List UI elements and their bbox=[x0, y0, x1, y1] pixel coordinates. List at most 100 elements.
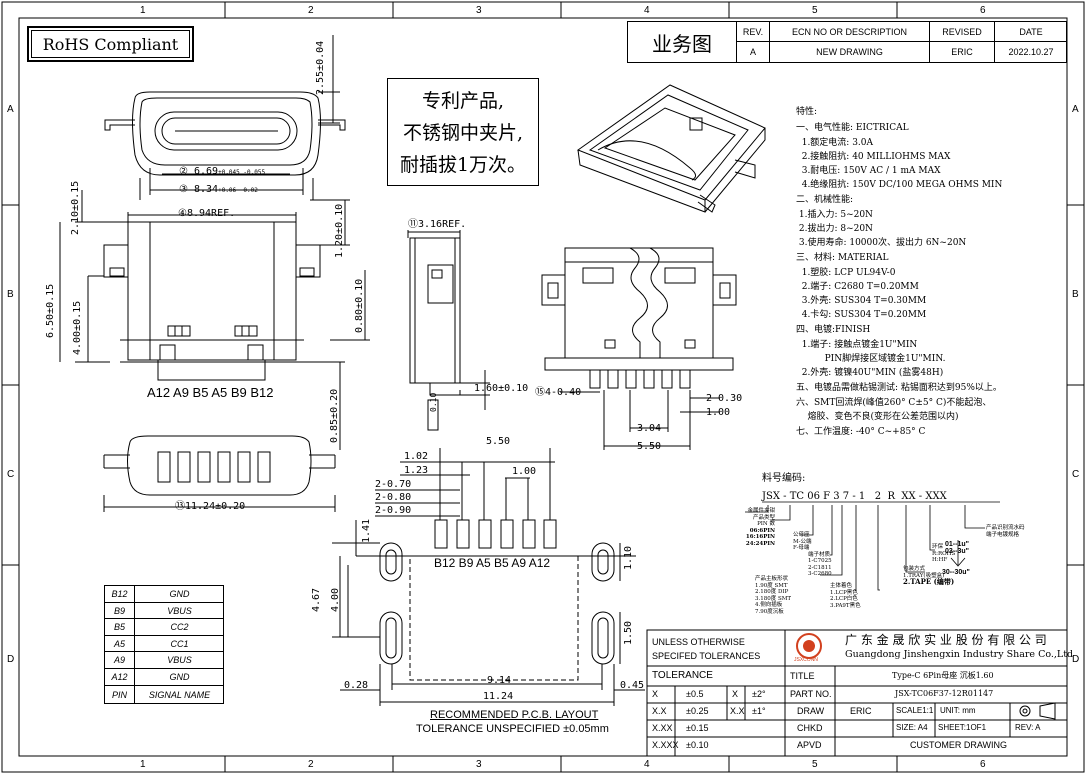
pcb-dim-5-50: 5.50 bbox=[486, 436, 511, 447]
spec-line: 4.卡勾: SUS304 T=0.20MM bbox=[796, 310, 927, 320]
date-header: DATE bbox=[995, 22, 1067, 42]
dim-6-69: ② 6.69+0.045 -0.055 bbox=[179, 166, 266, 177]
pcb-caption-1: RECOMMENDED P.C.B. LAYOUT bbox=[430, 709, 599, 721]
pcb-dim-0-45: 0.45 bbox=[620, 680, 645, 691]
dim-4-00: 4.00±0.15 bbox=[72, 300, 83, 355]
title-block-grid bbox=[646, 629, 1068, 757]
tb-company-en: Guangdong Jinshengxin Industry Share Co.… bbox=[845, 649, 1074, 660]
dim-5-50: 5.50 bbox=[637, 441, 662, 452]
signal-cell: CC2 bbox=[135, 619, 224, 636]
iso-view bbox=[576, 84, 766, 213]
projection-symbol-icon bbox=[1019, 702, 1056, 720]
spec-line: 2.外壳: 镀镍40U"MIN (盐雾48H) bbox=[796, 368, 944, 378]
dim-0-85: 0.85±0.20 bbox=[329, 388, 340, 443]
spec-line: 2.端子: C2680 T=0.20MM bbox=[796, 282, 919, 292]
ecn-value: NEW DRAWING bbox=[770, 42, 930, 62]
pin-table: B12 GND B9 VBUS B5 CC2 A5 CC1 A9 VBUS A1… bbox=[104, 585, 224, 704]
dim-6-50: 6.50±0.15 bbox=[45, 283, 56, 338]
tol-row-4-b: ±0.10 bbox=[686, 740, 709, 750]
dim-2-55: 2.55±0.04 bbox=[315, 40, 326, 95]
end-view-top bbox=[104, 35, 346, 200]
signal-cell: VBUS bbox=[135, 652, 224, 669]
part-code-notes-shape: 产品主板形状 1.90度 SMT 2.180度 DIP 3.180度 SMT 4… bbox=[755, 576, 792, 615]
col-label-5-bottom: 5 bbox=[812, 759, 818, 770]
tb-chkd-label: CHKD bbox=[797, 723, 823, 733]
col-label-2: 2 bbox=[308, 5, 314, 16]
signal-cell: CC1 bbox=[135, 636, 224, 652]
row-label-b-right: B bbox=[1072, 289, 1079, 300]
tb-logo-text: JSXCONN bbox=[794, 657, 818, 663]
pcb-layout bbox=[332, 448, 645, 706]
pcb-dim-2-0-90: 2-0.90 bbox=[375, 505, 412, 516]
tol-row-3-b: ±0.15 bbox=[686, 723, 709, 733]
spec-line: 3.外壳: SUS304 T=0.30MM bbox=[796, 296, 927, 306]
tol-row-2-a: X.X bbox=[652, 706, 667, 716]
spec-line: 四、电镀:FINISH bbox=[796, 325, 871, 335]
inner-frame bbox=[18, 17, 1068, 757]
pin-cell: A5 bbox=[105, 636, 135, 652]
spec-line: 1.插入力: 5~20N bbox=[796, 210, 873, 220]
spec-line: 1.额定电流: 3.0A bbox=[796, 138, 874, 148]
part-code-notes-pack: 包装方式 1.TRAY(吸塑盒) 2.TAPE (编带) bbox=[903, 566, 955, 586]
pcb-dim-4-67: 4.67 bbox=[311, 587, 322, 612]
patent-line-1: 专利产品, bbox=[421, 90, 505, 112]
top-view bbox=[541, 247, 737, 450]
spec-line: 3.使用寿命: 10000次、拔出力 6N~20N bbox=[796, 238, 967, 248]
col-label-6: 6 bbox=[980, 5, 986, 16]
patent-line-3: 耐插拔1万次。 bbox=[399, 154, 527, 176]
row-label-b: B bbox=[7, 289, 14, 300]
spec-line: 五、电镀品需做粘锡测试: 粘锡面积达到95%以上。 bbox=[796, 383, 1002, 393]
pcb-dim-1-50: 1.50 bbox=[623, 620, 634, 645]
spec-line: 2.接触阻抗: 40 MILLIOHMS MAX bbox=[796, 152, 951, 162]
pcb-dim-11-24: 11.24 bbox=[483, 691, 514, 702]
dim-1-60: 1.60±0.10 bbox=[474, 383, 529, 394]
tb-part-no-label: PART NO. bbox=[790, 689, 832, 699]
col-label-6-bottom: 6 bbox=[980, 759, 986, 770]
rohs-label: RoHS Compliant bbox=[31, 30, 190, 58]
tb-title-label: TITLE bbox=[790, 671, 815, 681]
dim-1-20: 1.20±0.10 bbox=[334, 203, 345, 258]
pin-cell: B5 bbox=[105, 619, 135, 636]
part-code-title: 料号编码: bbox=[762, 473, 806, 484]
tol-row-1-c: X bbox=[732, 689, 739, 699]
tol-row-3-a: X.XX bbox=[652, 723, 673, 733]
spec-line: 4.绝缘阻抗: 150V DC/100 MEGA OHMS MIN bbox=[796, 180, 1003, 190]
pcb-dim-1-10: 1.10 bbox=[623, 545, 634, 570]
company-logo-icon bbox=[796, 633, 822, 659]
tb-scale: SCALE1:1 bbox=[896, 706, 934, 715]
row-label-c-right: C bbox=[1072, 469, 1080, 480]
pin-cell: B9 bbox=[105, 603, 135, 619]
dim-0-10: 0.10 bbox=[429, 392, 438, 412]
spec-line: 特性: bbox=[796, 107, 818, 117]
signal-cell: VBUS bbox=[135, 603, 224, 619]
tb-part-no-value: JSX-TC06F37-12R01147 bbox=[895, 689, 994, 698]
tb-unless: UNLESS OTHERWISE bbox=[652, 637, 745, 647]
signal-cell: GND bbox=[135, 669, 224, 686]
company-logo-core bbox=[803, 640, 815, 652]
pcb-dim-0-28: 0.28 bbox=[344, 680, 369, 691]
patent-line-2: 不锈钢中夹片, bbox=[402, 122, 524, 144]
date-value: 2022.10.27 bbox=[1008, 47, 1054, 57]
revised-value: ERIC bbox=[930, 42, 995, 62]
pin-cell: A12 bbox=[105, 669, 135, 686]
row-label-a-right: A bbox=[1072, 104, 1079, 115]
spec-line: 七、工作温度: -40° C~+85° C bbox=[796, 427, 926, 437]
tb-size: SIZE: A4 bbox=[896, 723, 928, 732]
pcb-dim-1-41: 1.41 bbox=[361, 518, 372, 543]
pcb-dim-1-23: 1.23 bbox=[404, 465, 429, 476]
tb-title-value: Type-C 6Pin母座 沉板1.60 bbox=[892, 671, 994, 680]
tb-sheet: SHEET:1OF1 bbox=[938, 723, 987, 732]
dim-11-24: ⑬11.24±0.20 bbox=[175, 501, 246, 512]
part-code-notes-color: 主体着色 1.LCP黑色 2.LCP白色 3.PA9T黑色 bbox=[830, 583, 861, 609]
revision-table: REV. ECN NO OR DESCRIPTION REVISED DATE … bbox=[736, 21, 1067, 63]
dim-2-10: 2.10±0.15 bbox=[70, 180, 81, 235]
pin-cell: B12 bbox=[105, 586, 135, 603]
rev-header: REV. bbox=[737, 22, 770, 42]
dim-2-0-30: 2-0.30 bbox=[706, 393, 743, 404]
patent-note-box: 专利产品, 不锈钢中夹片, 耐插拔1万次。 bbox=[387, 78, 539, 186]
col-label-5: 5 bbox=[812, 5, 818, 16]
rohs-frame: RoHS Compliant bbox=[27, 26, 194, 62]
signal-cell: GND bbox=[135, 586, 224, 603]
signal-header: SIGNAL NAME bbox=[148, 690, 211, 700]
